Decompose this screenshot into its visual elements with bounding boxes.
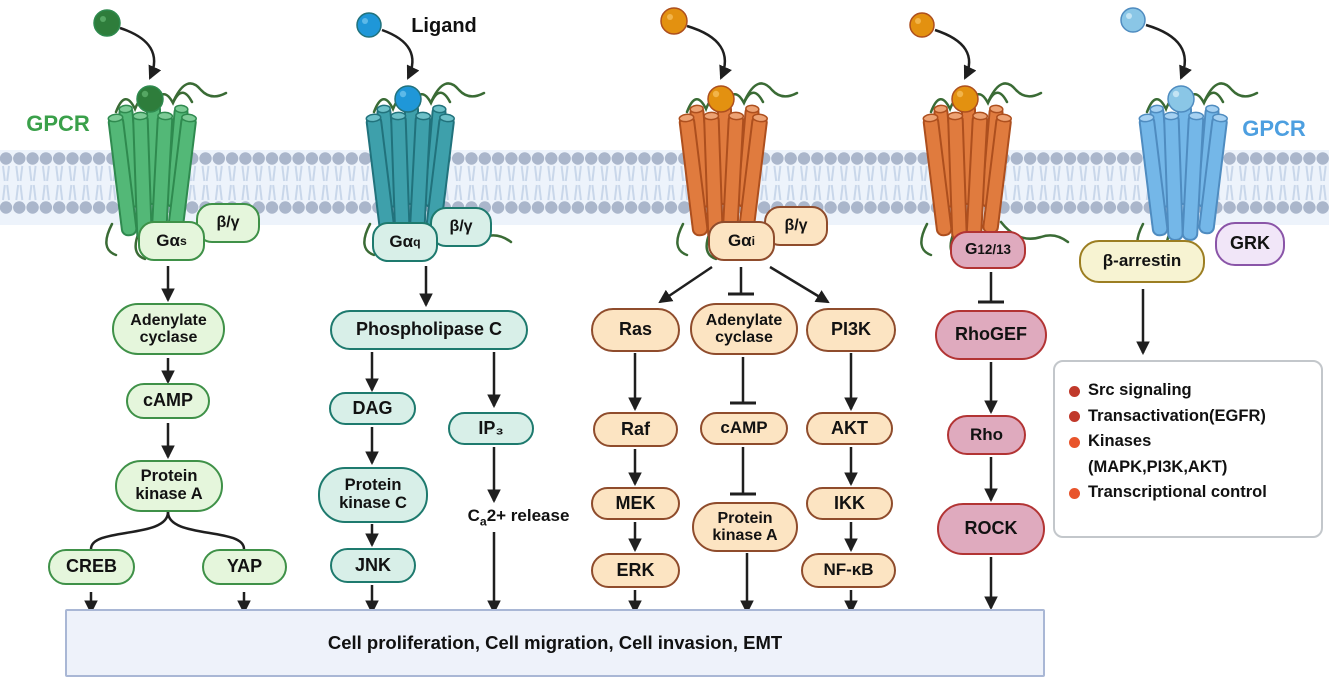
panel-item-label: Transactivation(EGFR) bbox=[1088, 406, 1266, 425]
beta-gamma-subunit-gs: β/γ bbox=[196, 203, 260, 243]
node-adenylate-cyclase-gi: Adenylate cyclase bbox=[690, 303, 798, 355]
ca-release-post: 2+ release bbox=[486, 506, 570, 525]
bullet-spacer bbox=[1069, 462, 1080, 473]
node-rock: ROCK bbox=[937, 503, 1045, 555]
beta-arrestin-box: β-arrestin bbox=[1079, 240, 1205, 283]
gpcr-label-left: GPCR bbox=[26, 111, 90, 136]
node-camp-gs: cAMP bbox=[126, 383, 210, 419]
panel-item-kinases-detail: (MAPK,PI3K,AKT) bbox=[1067, 455, 1311, 481]
node-protein-kinase-a-gs: Protein kinase A bbox=[115, 460, 223, 512]
g-alpha-i-base: Gα bbox=[727, 230, 752, 250]
arrestin-effects-panel: Src signaling Transactivation(EGFR) Kina… bbox=[1053, 360, 1323, 538]
node-erk: ERK bbox=[591, 553, 680, 588]
ca-release-pre: C bbox=[467, 506, 480, 525]
node-adenylate-cyclase-gs: Adenylate cyclase bbox=[112, 303, 225, 355]
g-alpha-s-sub: s bbox=[179, 233, 187, 248]
g12-13-base: G bbox=[964, 241, 978, 259]
panel-item-src-signaling: Src signaling bbox=[1067, 378, 1311, 404]
node-raf: Raf bbox=[593, 412, 678, 447]
bullet-icon bbox=[1069, 436, 1080, 448]
bullet-icon bbox=[1069, 487, 1080, 499]
node-ikk: IKK bbox=[806, 487, 893, 520]
node-phospholipase-c: Phospholipase C bbox=[330, 310, 528, 350]
ca-release-label: Ca2+ release bbox=[436, 506, 601, 528]
g-alpha-s-base: Gα bbox=[156, 230, 180, 250]
panel-item-label: Kinases bbox=[1088, 432, 1152, 450]
node-jnk: JNK bbox=[330, 548, 416, 583]
beta-gamma-subunit-gq: β/γ bbox=[430, 207, 492, 247]
bullet-icon bbox=[1069, 385, 1080, 397]
node-protein-kinase-a-gi: Protein kinase A bbox=[692, 502, 798, 552]
g-alpha-q-sub: q bbox=[413, 234, 421, 249]
panel-item-kinases: Kinases bbox=[1067, 429, 1311, 455]
panel-item-label: Src signaling bbox=[1088, 381, 1192, 399]
node-protein-kinase-c: Protein kinase C bbox=[318, 467, 428, 523]
outcome-box: Cell proliferation, Cell migration, Cell… bbox=[65, 609, 1045, 677]
ca-release-sub: a bbox=[479, 514, 487, 529]
g-alpha-q-base: Gα bbox=[389, 231, 414, 251]
panel-item-label: (MAPK,PI3K,AKT) bbox=[1088, 457, 1228, 476]
outcome-text: Cell proliferation, Cell migration, Cell… bbox=[327, 632, 783, 653]
node-mek: MEK bbox=[591, 487, 680, 520]
node-nfkb: NF-κB bbox=[801, 553, 896, 588]
gpcr-label-right: GPCR bbox=[1242, 116, 1306, 141]
node-camp-gi: cAMP bbox=[700, 412, 788, 445]
node-pi3k: PI3K bbox=[806, 308, 896, 352]
g-alpha-i-sub: i bbox=[751, 233, 756, 248]
g12-13-sub: 12/13 bbox=[977, 242, 1012, 258]
grk-box: GRK bbox=[1215, 222, 1285, 266]
ligand-label: Ligand bbox=[411, 15, 477, 37]
node-ras: Ras bbox=[591, 308, 680, 352]
panel-item-label: Transcriptional control bbox=[1088, 483, 1267, 501]
panel-item-transactivation: Transactivation(EGFR) bbox=[1067, 404, 1311, 430]
node-rho: Rho bbox=[947, 415, 1026, 455]
node-rhogef: RhoGEF bbox=[935, 310, 1047, 360]
panel-item-transcriptional-control: Transcriptional control bbox=[1067, 480, 1311, 506]
bullet-icon bbox=[1069, 411, 1080, 422]
node-dag: DAG bbox=[329, 392, 416, 425]
node-creb: CREB bbox=[48, 549, 135, 585]
node-akt: AKT bbox=[806, 412, 893, 445]
node-ip3: IP₃ bbox=[448, 412, 534, 445]
node-yap: YAP bbox=[202, 549, 287, 585]
